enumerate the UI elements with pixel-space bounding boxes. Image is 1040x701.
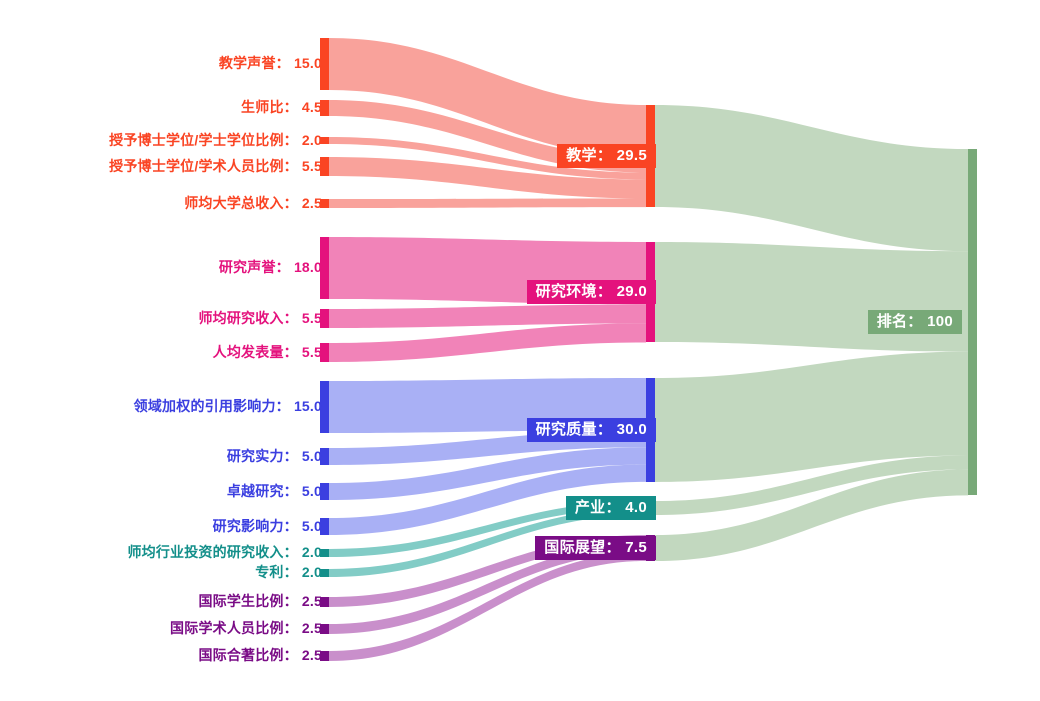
node-label-research_env: 研究环境： 29.0 (526, 280, 656, 304)
source-label-patents: 专利： 2.0 (255, 564, 322, 580)
sankey-link-research_influence-to-research_quality[interactable] (329, 464, 646, 535)
sankey-node-research_strength[interactable] (320, 448, 329, 465)
sankey-link-research_income-to-research_env[interactable] (329, 304, 646, 328)
source-label-research_influence: 研究影响力： 5.0 (212, 517, 322, 534)
sankey-node-industry_income[interactable] (320, 549, 329, 557)
sankey-node-publications_per_staff[interactable] (320, 343, 329, 362)
sankey-link-intl_coauthorship-to-international[interactable] (329, 552, 646, 661)
sankey-node-student_staff_ratio[interactable] (320, 100, 329, 116)
source-label-industry_income: 师均行业投资的研究收入： 2.0 (127, 544, 322, 560)
source-label-research_income: 师均研究收入： 5.5 (198, 309, 322, 326)
source-label-student_staff_ratio: 生师比： 4.5 (241, 99, 322, 115)
sankey-link-research_env-to-rank[interactable] (655, 242, 968, 352)
sankey-node-rank[interactable] (968, 149, 977, 495)
sankey-node-patents[interactable] (320, 569, 329, 577)
sankey-node-intl_staff[interactable] (320, 624, 329, 634)
sankey-link-industry_income-to-industry[interactable] (329, 501, 646, 557)
source-label-research_reputation: 研究声誉： 18.0 (218, 259, 322, 275)
source-label-teaching_reputation: 教学声誉： 15.0 (218, 55, 322, 71)
sankey-link-teaching-to-rank[interactable] (655, 105, 968, 252)
sankey-links-layer (329, 38, 968, 661)
source-label-doctorate_staff_ratio: 授予博士学位/学术人员比例： 5.5 (109, 157, 322, 174)
node-label-research_quality: 研究质量： 30.0 (526, 418, 656, 442)
sankey-node-institutional_income[interactable] (320, 199, 329, 208)
sankey-node-teaching_reputation[interactable] (320, 38, 329, 90)
sankey-link-doctorate_bachelor_ratio-to-teaching[interactable] (329, 137, 646, 180)
sankey-link-patents-to-industry[interactable] (329, 507, 646, 577)
source-label-intl_coauthorship: 国际合著比例： 2.5 (198, 647, 322, 663)
sankey-node-doctorate_staff_ratio[interactable] (320, 157, 329, 176)
source-label-intl_students: 国际学生比例： 2.5 (198, 593, 322, 609)
source-label-publications_per_staff: 人均发表量： 5.5 (212, 343, 322, 360)
node-label-industry: 产业： 4.0 (565, 496, 656, 520)
sankey-node-intl_coauthorship[interactable] (320, 651, 329, 661)
source-label-doctorate_bachelor_ratio: 授予博士学位/学士学位比例： 2.0 (109, 131, 322, 148)
sankey-link-teaching_reputation-to-teaching[interactable] (329, 38, 646, 157)
source-label-research_strength: 研究实力： 5.0 (226, 447, 322, 464)
sankey-node-research_influence[interactable] (320, 518, 329, 535)
sankey-link-industry-to-rank[interactable] (655, 455, 968, 515)
sankey-link-research_quality-to-rank[interactable] (655, 351, 968, 482)
source-label-fwci: 领域加权的引用影响力： 15.0 (133, 398, 322, 414)
sankey-node-research_excellence[interactable] (320, 483, 329, 500)
sankey-node-doctorate_bachelor_ratio[interactable] (320, 137, 329, 144)
sankey-link-institutional_income-to-teaching[interactable] (329, 198, 646, 208)
sankey-node-intl_students[interactable] (320, 597, 329, 607)
sankey-node-fwci[interactable] (320, 381, 329, 433)
sankey-link-intl_staff-to-international[interactable] (329, 543, 646, 634)
source-label-intl_staff: 国际学术人员比例： 2.5 (170, 620, 322, 636)
sankey-link-research_excellence-to-research_quality[interactable] (329, 447, 646, 500)
sankey-link-intl_students-to-international[interactable] (329, 535, 646, 607)
sankey-node-research_reputation[interactable] (320, 237, 329, 299)
source-label-research_excellence: 卓越研究： 5.0 (226, 482, 322, 499)
source-label-institutional_income: 师均大学总收入： 2.5 (184, 194, 322, 211)
sankey-link-publications_per_staff-to-research_env[interactable] (329, 323, 646, 362)
sankey-node-research_income[interactable] (320, 309, 329, 328)
node-label-international: 国际展望： 7.5 (535, 536, 656, 560)
sankey-link-international-to-rank[interactable] (655, 469, 968, 561)
node-label-rank: 排名： 100 (867, 310, 962, 334)
node-label-teaching: 教学： 29.5 (557, 144, 656, 168)
sankey-link-doctorate_staff_ratio-to-teaching[interactable] (329, 157, 646, 199)
